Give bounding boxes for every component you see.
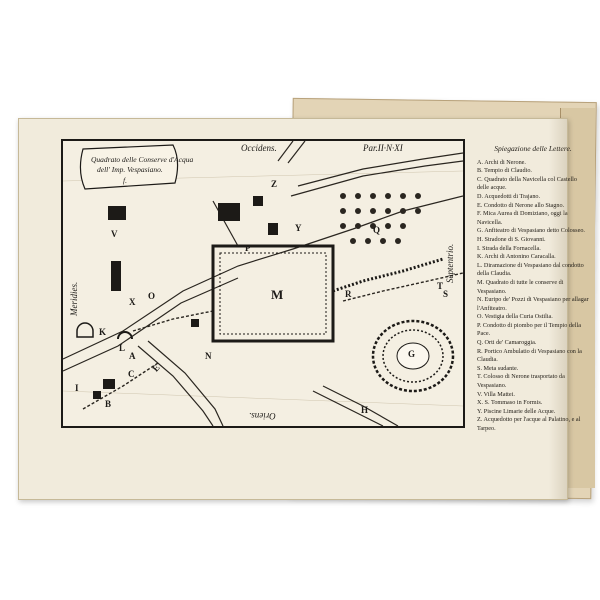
letter-x: X — [129, 297, 136, 307]
cistern-square — [211, 244, 335, 343]
book-page: Quadrato delle Conserve d'Acqua dell' Im… — [18, 118, 589, 500]
legend-item: O. Vestigia della Curia Ostilia. — [477, 313, 553, 321]
legend-item: T. Colosso di Nerone trasportato da Vesp… — [477, 373, 565, 390]
legend-item: A. Archi di Nerone. — [477, 158, 526, 166]
colosseum — [371, 319, 455, 393]
legend-item: C. Quadrato della Navicella col Castello… — [477, 175, 577, 192]
cartouche — [79, 144, 179, 190]
legend-title: Spiegazione delle Lettere. — [494, 144, 572, 153]
map-drawing — [63, 141, 463, 426]
label-oriens: Oriens. — [249, 411, 276, 421]
letter-i: I — [75, 383, 79, 393]
legend-item: Y. Piscine Limarie delle Acque. — [477, 407, 556, 415]
legend-item: M. Quadrato di tutte le conserve di Vesp… — [477, 278, 564, 295]
legend-item: E. Condotto di Nerone allo Stagno. — [477, 201, 565, 209]
letter-p: P — [245, 243, 251, 253]
letter-g: G — [408, 349, 416, 359]
label-occidens: Occidens. — [241, 143, 277, 153]
garden-trees — [340, 193, 421, 244]
letter-v: V — [111, 229, 118, 239]
letter-b: B — [105, 399, 112, 409]
letter-a: A — [129, 351, 136, 361]
legend-item: Q. Orti de' Camaroggia. — [477, 339, 537, 347]
letter-q: Q — [373, 225, 381, 235]
letter-m: M — [271, 287, 284, 302]
legend-item: S. Meta sudante. — [477, 364, 519, 372]
cartouche-title-line1: Quadrato delle Conserve d'Acqua — [91, 155, 194, 164]
legend-item: N. Euripo de' Pozzi di Vespasiano per al… — [477, 296, 589, 312]
letter-r: R — [345, 289, 352, 299]
legend-item: B. Tempio di Claudio. — [477, 167, 532, 175]
letter-t: T — [437, 281, 444, 291]
legend-item: V. Villa Mattei. — [477, 390, 515, 398]
letter-s: S — [443, 289, 449, 299]
engraved-map: Quadrato delle Conserve d'Acqua dell' Im… — [61, 139, 465, 428]
legend-item: L. Diramazione di Vespasiano dal condott… — [477, 261, 584, 278]
letter-l: L — [119, 343, 126, 353]
label-par: Par.II·N·XI — [363, 143, 403, 153]
letter-k: K — [99, 327, 107, 337]
label-meridies: Meridies. — [69, 281, 79, 316]
arch-left — [76, 322, 94, 338]
legend-item: G. Anfiteatro di Vespasiano detto Coloss… — [477, 227, 585, 235]
legend: Spiegazione delle Lettere. A. Archi di N… — [477, 144, 589, 434]
legend-item: X. S. Tommaso in Formis. — [477, 399, 543, 407]
legend-item: H. Stradone di S. Giovanni. — [477, 235, 546, 243]
map-buildings — [93, 196, 278, 399]
cartouche-mark: f. — [123, 176, 127, 185]
map-aqueducts — [82, 272, 463, 410]
legend-item: F. Mica Aurea di Domiziano, oggi la Navi… — [477, 210, 568, 226]
legend-item: R. Portico Ambulatio di Vespasiano con l… — [477, 347, 582, 364]
letter-n: N — [205, 351, 212, 361]
letter-y: Y — [295, 223, 302, 233]
letter-z: Z — [271, 179, 278, 189]
legend-item: D. Acquedotti di Trajano. — [477, 192, 541, 200]
legend-item: K. Archi di Antonino Caracalla. — [477, 253, 556, 261]
letter-o: O — [148, 291, 156, 301]
legend-item: P. Condotto di piombo per il Tempio dell… — [477, 321, 581, 338]
portico-r — [332, 257, 444, 293]
cartouche-title-line2: dell' Imp. Vespasiano. — [97, 165, 163, 174]
label-septentrio: Septentrio. — [445, 243, 455, 283]
letter-c: C — [128, 369, 135, 379]
letter-h: H — [361, 405, 369, 415]
legend-item: I. Strada della Fornacella. — [477, 244, 541, 252]
legend-item: Z. Acquedotto per l'acque al Palatino, e… — [477, 416, 581, 432]
map-roads — [63, 141, 463, 426]
